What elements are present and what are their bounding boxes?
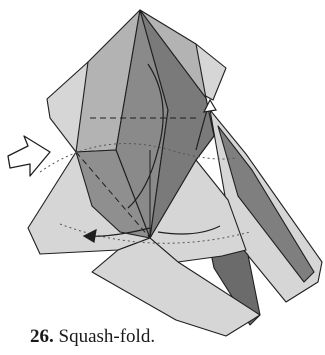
squash-push-arrow-icon <box>8 136 50 176</box>
step-number: 26. <box>30 326 54 347</box>
step-caption: 26. Squash-fold. <box>30 326 155 348</box>
step-instruction: Squash-fold. <box>59 326 156 347</box>
